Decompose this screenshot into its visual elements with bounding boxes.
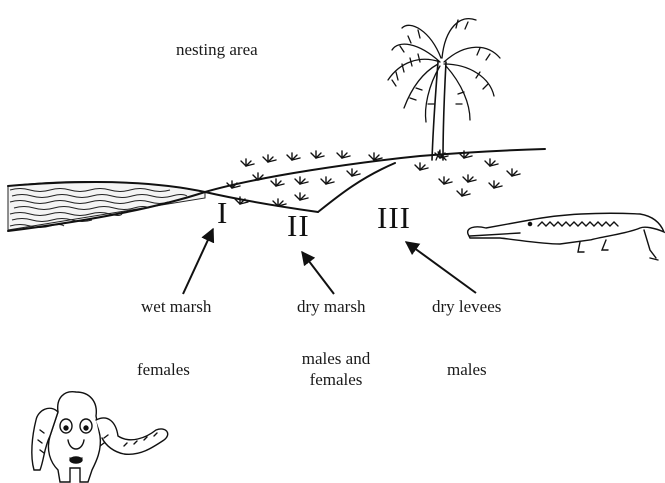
occupants-label-males-and-females-line1: males and — [296, 349, 376, 368]
occupants-label-males: males — [447, 360, 487, 379]
water-area — [8, 182, 205, 231]
palm-tree-icon — [388, 19, 500, 160]
zone-numeral-ii: II — [287, 210, 310, 242]
habitat-label-dry-marsh: dry marsh — [297, 297, 365, 316]
baboon-creature-icon — [32, 392, 168, 482]
habitat-label-wet-marsh: wet marsh — [141, 297, 211, 316]
zone-numeral-i: I — [217, 197, 228, 229]
habitat-label-dry-levees: dry levees — [432, 297, 501, 316]
crocodile-icon — [468, 213, 664, 260]
grass-tuft-icon — [227, 151, 520, 206]
zone-numeral-iii: III — [377, 202, 411, 234]
arrows — [183, 229, 476, 294]
occupants-label-males-and-females-line2: females — [296, 370, 376, 389]
occupants-label-females: females — [137, 360, 190, 379]
diagram-title: nesting area — [176, 40, 258, 59]
